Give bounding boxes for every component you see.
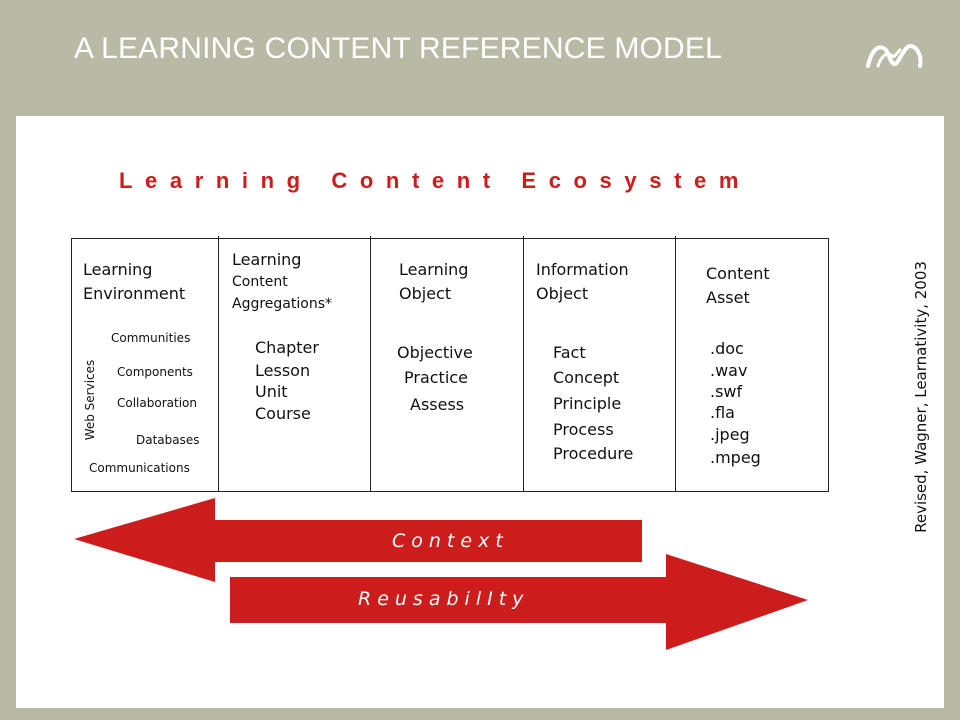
col1-item: Databases [136,433,200,447]
context-arrow [74,498,642,582]
col5-heading-line2: Asset [706,288,750,307]
col4-heading-line2: Object [536,284,589,303]
col2-item: Course [255,404,311,423]
col3-item: Assess [410,395,465,414]
col3-item: Practice [404,368,468,387]
column-divider [523,236,524,492]
col2-heading-line2: Content [232,274,288,290]
col2-heading-line1: Learning [232,250,302,269]
col3-heading-line2: Object [399,284,452,303]
col1-item: Communities [111,331,191,345]
company-logo-icon [866,43,923,68]
col4-item: Fact [553,343,586,362]
col5-item: .jpeg [710,425,750,444]
col5-item: .mpeg [710,448,761,467]
column-divider [218,236,219,492]
col2-item: Lesson [255,361,311,380]
reusability-arrow [230,554,808,650]
col5-item: .swf [710,382,743,401]
context-label: Context [392,530,509,552]
reusability-label: ReusabilIty [358,588,530,610]
col1-heading-line2: Environment [83,284,186,303]
col3-heading-line1: Learning [399,260,469,279]
col5-item: .wav [710,361,748,380]
ecosystem-title: Learning Content Ecosystem [119,168,751,193]
col1-heading-line1: Learning [83,260,153,279]
column-divider [370,236,371,492]
col4-item: Process [553,420,614,439]
col5-item: .fla [710,403,735,422]
col1-item: Components [117,365,193,379]
col2-item: Chapter [255,338,319,357]
slide-title: A LEARNING CONTENT REFERENCE MODEL [74,32,723,65]
col4-item: Concept [553,368,620,387]
col4-item: Principle [553,394,622,413]
col1-item: Communications [89,461,190,475]
col3-item: Objective [397,343,473,362]
col2-item: Unit [255,382,288,401]
col1-item: Collaboration [117,396,197,410]
column-divider [675,236,676,492]
col5-heading-line1: Content [706,264,770,283]
col4-item: Procedure [553,444,634,463]
col2-heading-line3: Aggregations* [232,296,332,312]
col5-item: .doc [710,339,744,358]
reference-model-grid [71,238,829,492]
col4-heading-line1: Information [536,260,629,279]
